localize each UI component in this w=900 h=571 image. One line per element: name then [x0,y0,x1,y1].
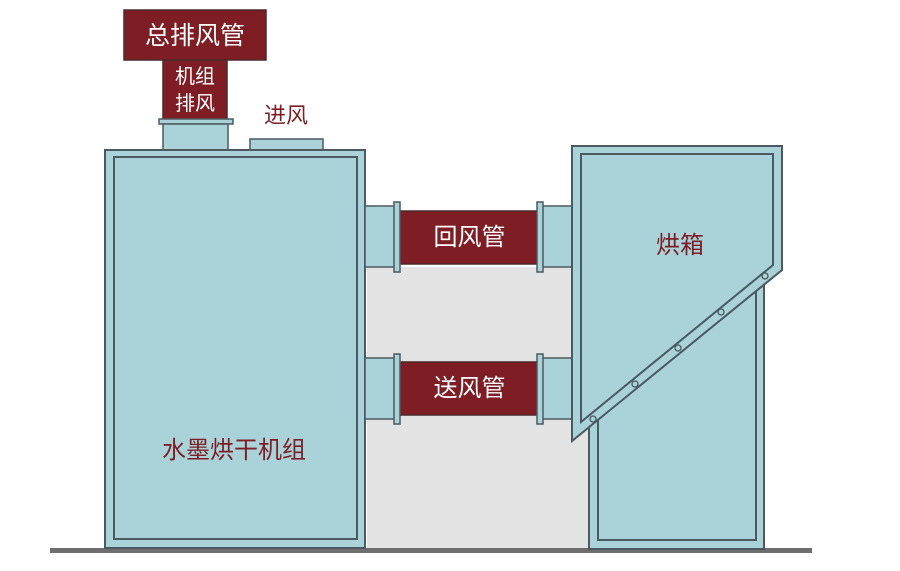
unit-exhaust-label-line1: 机组 [175,64,215,88]
air-inlet-collar [249,138,324,151]
bolt-1 [761,272,769,280]
drying-unit-label: 水墨烘干机组 [162,436,306,464]
bolt-4 [631,380,639,388]
bolt-3 [674,344,682,352]
bolt-2 [717,308,725,316]
supply-duct-right-sleeve [539,357,575,420]
oven-hopper-inner [580,153,774,425]
supply-duct-label: 送风管 [433,374,506,402]
main-exhaust-duct [123,9,267,61]
return-duct-label: 回风管 [433,223,506,251]
supply-duct-right-flange [536,353,544,425]
unit-exhaust-duct [162,59,228,121]
unit-exhaust-label-line2: 排风 [175,91,215,115]
return-duct-right-sleeve [539,205,575,268]
return-duct-left-flange [393,201,401,273]
drying-oven-label: 烘箱 [656,231,704,259]
oven-hopper-outer [571,145,783,444]
return-duct-right-flange [536,201,544,273]
exhaust-collar [162,123,229,151]
drying-unit-inner [113,156,358,540]
air-inlet-label: 进风 [263,104,308,129]
bolt-5 [589,415,597,423]
main-exhaust-label: 总排风管 [144,21,245,50]
ground-line [50,548,812,553]
supply-duct-left-flange [393,353,401,425]
drying-unit-outer [104,149,366,549]
